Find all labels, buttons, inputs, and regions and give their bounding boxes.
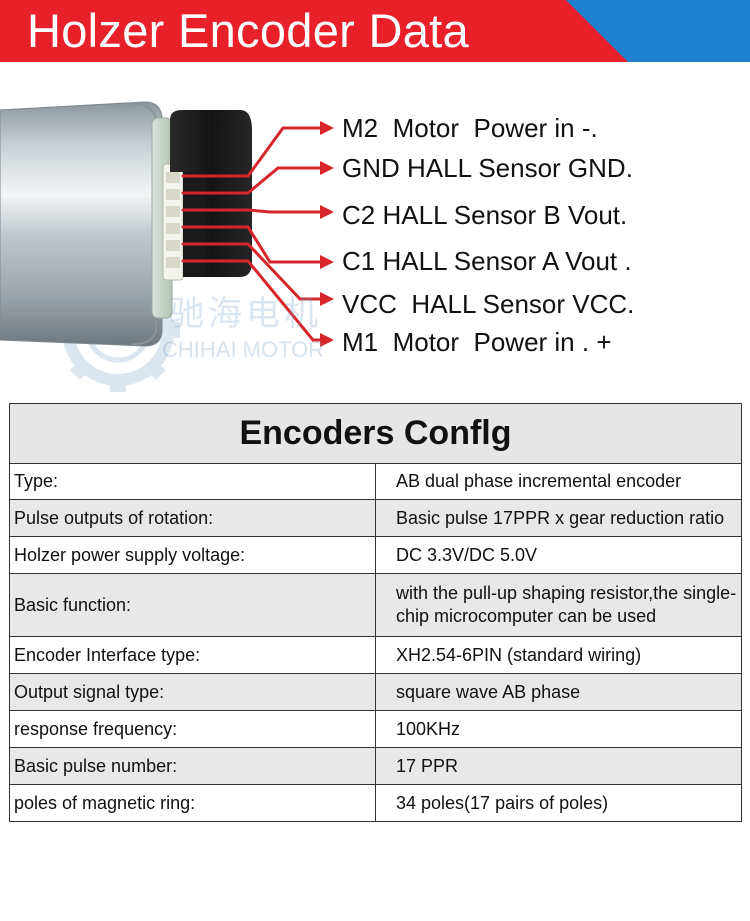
pin-desc: HALL Sensor B Vout.: [382, 200, 628, 230]
table-row: Basic function: with the pull-up shaping…: [9, 573, 742, 637]
banner-background: [0, 0, 750, 62]
row-key: Basic function:: [9, 573, 376, 637]
encoder-config-table: Encoders Conflg Type: AB dual phase incr…: [9, 403, 742, 822]
pin-label-gnd: GND HALL Sensor GND.: [342, 153, 633, 183]
row-value: 34 poles(17 pairs of poles): [375, 784, 742, 822]
table-row: Type: AB dual phase incremental encoder: [9, 463, 742, 500]
row-key: Pulse outputs of rotation:: [9, 499, 376, 537]
row-value: with the pull-up shaping resistor,the si…: [375, 573, 742, 637]
encoder-pcb: [151, 117, 184, 319]
pin-code: VCC: [342, 289, 397, 319]
motor-can: [0, 101, 163, 347]
pin-code: M1: [342, 327, 379, 357]
table-row: Output signal type: square wave AB phase: [9, 673, 742, 711]
row-value: DC 3.3V/DC 5.0V: [375, 536, 742, 574]
brand-watermark-en: CHIHAI MOTOR: [162, 337, 325, 362]
brand-watermark-cn: 驰海电机: [170, 294, 322, 334]
row-key: Holzer power supply voltage:: [9, 536, 376, 574]
motor-illustration: [0, 101, 334, 392]
table-row: Basic pulse number: 17 PPR: [9, 747, 742, 785]
row-value: 100KHz: [375, 710, 742, 748]
pin-code: C1: [342, 246, 376, 276]
title-banner: Holzer Encoder Data: [0, 0, 750, 62]
row-value: AB dual phase incremental encoder: [375, 463, 742, 500]
pin-desc: Motor Power in -.: [392, 113, 598, 143]
row-key: Type:: [9, 463, 376, 500]
pin-label-m2: M2 Motor Power in -.: [342, 113, 598, 143]
row-key: Output signal type:: [9, 673, 376, 711]
table-title: Encoders Conflg: [9, 403, 742, 464]
table-row: response frequency: 100KHz: [9, 710, 742, 748]
pin-code: C2: [342, 200, 376, 230]
pin-desc: HALL Sensor A Vout .: [382, 246, 632, 276]
row-key: Basic pulse number:: [9, 747, 376, 785]
pin-code: GND: [342, 153, 400, 183]
pin-desc: HALL Sensor VCC.: [411, 289, 635, 319]
motor-wiring-diagram: 驰海电机 CHIHAI MOTOR M2 Motor Power in -. G…: [0, 62, 750, 392]
banner-red-band: [0, 0, 628, 62]
row-key: response frequency:: [9, 710, 376, 748]
pin-desc: HALL Sensor GND.: [407, 153, 633, 183]
row-key: poles of magnetic ring:: [9, 784, 376, 822]
table-row: Pulse outputs of rotation: Basic pulse 1…: [9, 499, 742, 537]
table-row: Holzer power supply voltage: DC 3.3V/DC …: [9, 536, 742, 574]
pin-label-c1: C1 HALL Sensor A Vout .: [342, 246, 632, 276]
table-row: Encoder Interface type: XH2.54-6PIN (sta…: [9, 636, 742, 674]
pin-label-m1: M1 Motor Power in . +: [342, 327, 612, 357]
row-value: XH2.54-6PIN (standard wiring): [375, 636, 742, 674]
pin-wires: [181, 126, 324, 342]
table-row: poles of magnetic ring: 34 poles(17 pair…: [9, 784, 742, 822]
row-value: Basic pulse 17PPR x gear reduction ratio: [375, 499, 742, 537]
pin-arrowheads: [320, 121, 334, 347]
row-value: square wave AB phase: [375, 673, 742, 711]
row-value: 17 PPR: [375, 747, 742, 785]
pin-code: M2: [342, 113, 379, 143]
pin-label-vcc: VCC HALL Sensor VCC.: [342, 289, 634, 319]
table-header-row: Encoders Conflg: [9, 403, 742, 464]
pin-desc: Motor Power in . +: [392, 327, 612, 357]
pin-label-c2: C2 HALL Sensor B Vout.: [342, 200, 627, 230]
page-title: Holzer Encoder Data: [27, 4, 469, 57]
row-key: Encoder Interface type:: [9, 636, 376, 674]
